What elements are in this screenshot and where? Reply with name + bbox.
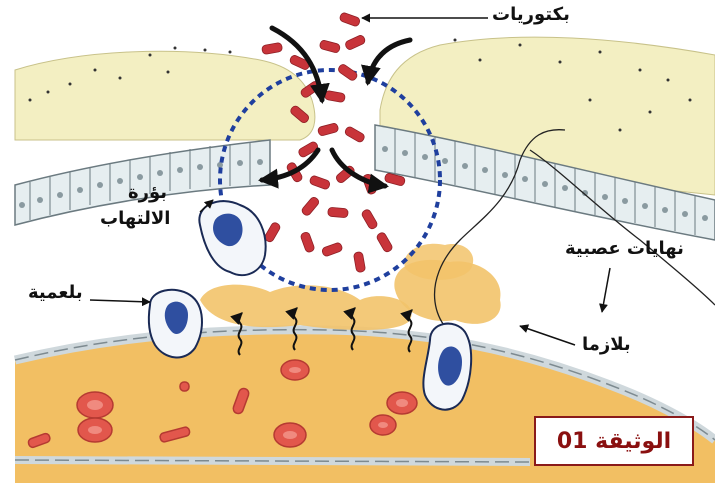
- vessel-wall-bottom: [15, 460, 530, 462]
- skin-surface: [15, 51, 315, 140]
- label-inflammation-line1: بؤرة: [128, 182, 167, 203]
- plasma-blob: [404, 244, 473, 280]
- document-badge: الوثيقة 01: [534, 416, 694, 466]
- phagocyte-cell-icon: [199, 201, 265, 275]
- label-bacteria: بكتوريات: [492, 4, 570, 25]
- label-nerve-endings: نهايات عصبية: [565, 238, 684, 259]
- plasma-blob: [200, 285, 412, 330]
- document-title: الوثيقة 01: [557, 429, 671, 454]
- label-inflammation-line2: الالتهاب: [100, 208, 170, 229]
- phagocyte-cell-icon: [149, 290, 202, 358]
- phagocyte-cell-icon: [423, 324, 471, 410]
- label-plasma: بلازما: [582, 334, 631, 355]
- label-phagocyte: بلعمية: [28, 282, 83, 303]
